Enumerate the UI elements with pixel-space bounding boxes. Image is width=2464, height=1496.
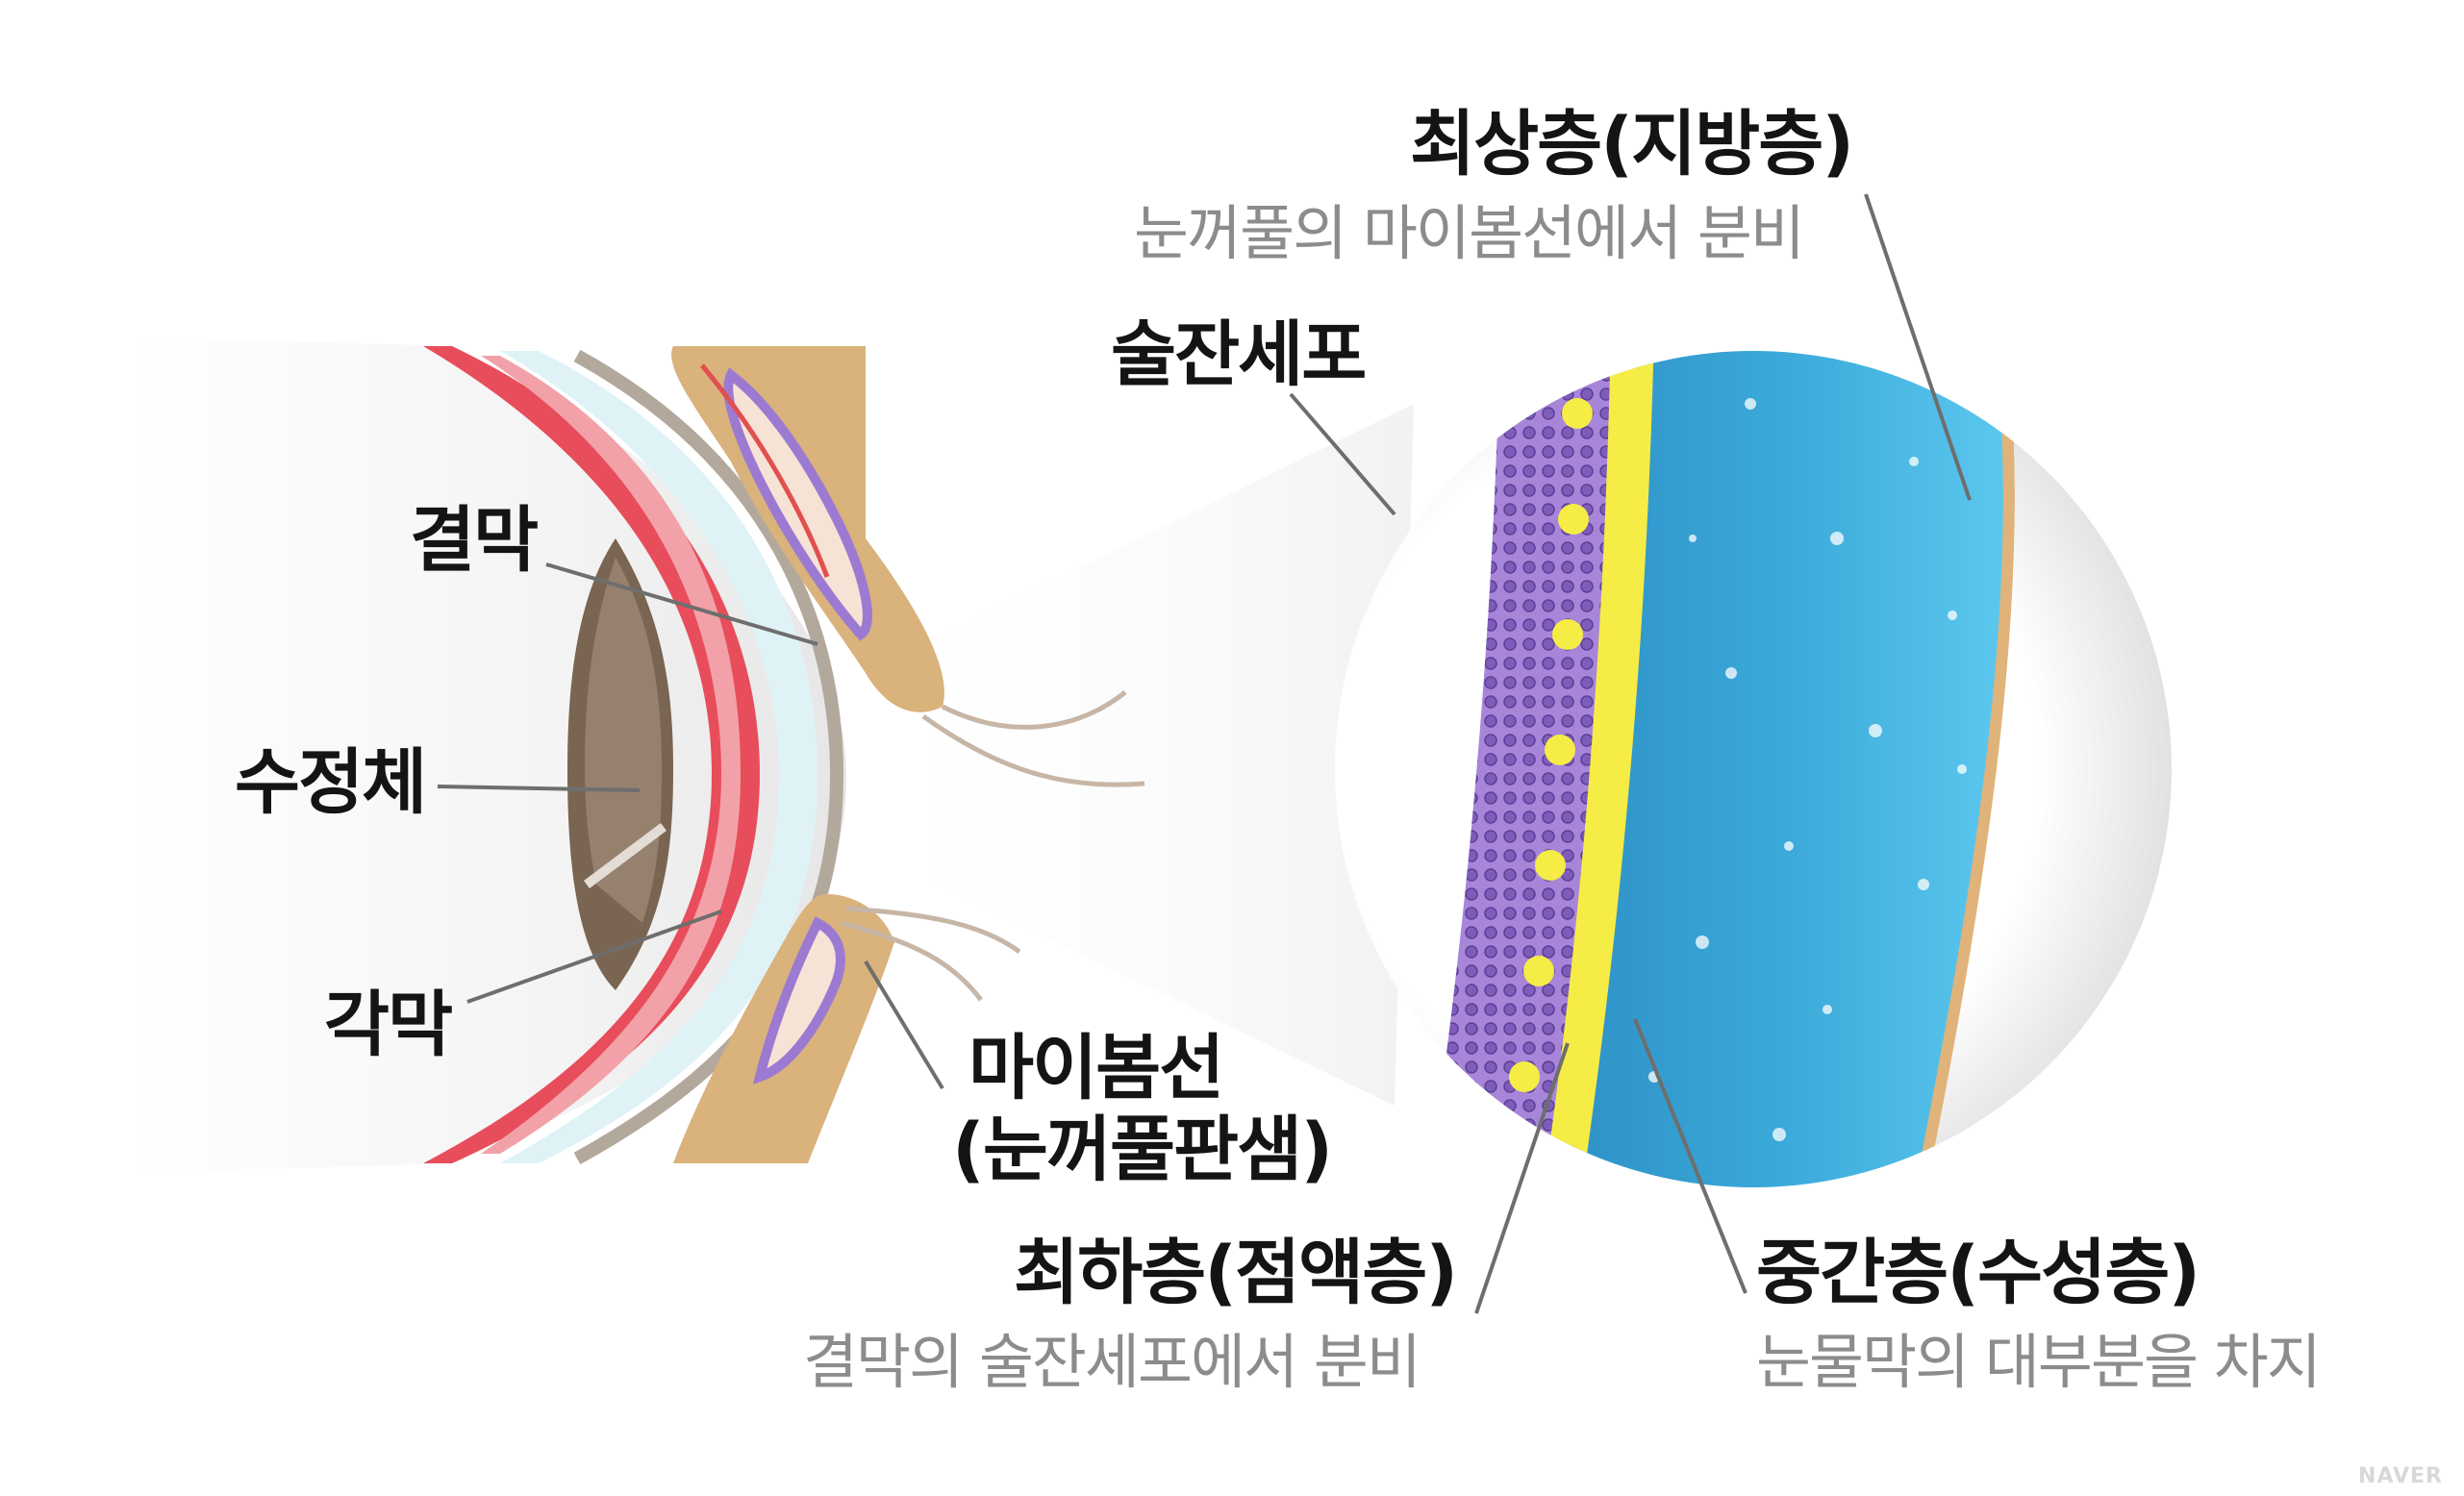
watermark: NAVER xyxy=(2358,1464,2443,1488)
leader-goblet xyxy=(1289,392,1396,516)
leader-top-layer xyxy=(1864,193,1972,501)
lipid-layer xyxy=(1908,351,2015,1187)
sclera-inner-band xyxy=(481,356,741,1154)
epithelium-layer xyxy=(1423,351,1611,1187)
aqueous-sparkles xyxy=(1648,398,1967,1141)
label-lens: 수정체 xyxy=(235,741,427,824)
leader-conjunctiva xyxy=(545,562,818,646)
label-bottom-layer-desc: 결막의 술잔세포에서 분비 xyxy=(803,1327,1421,1397)
label-cornea: 각막 xyxy=(324,984,453,1066)
leader-middle-layer xyxy=(1633,1018,1747,1294)
cornea-layer xyxy=(500,351,817,1163)
label-meibomian-line2: (눈꺼풀판샘) xyxy=(952,1109,1333,1191)
magnified-tear-film xyxy=(1335,351,2172,1187)
leader-lines xyxy=(437,193,1972,1314)
label-middle-layer-desc: 눈물막의 대부분을 차지 xyxy=(1756,1327,2322,1397)
label-meibomian-line1: 마이봄선 xyxy=(968,1027,1224,1110)
lower-meibomian-gland xyxy=(752,916,845,1085)
leader-cornea xyxy=(466,910,722,1004)
label-middle-layer-title: 중간층(수성층) xyxy=(1756,1232,2200,1314)
label-bottom-layer-title: 최하층(점액층) xyxy=(1014,1232,1458,1314)
cornea-edge xyxy=(573,349,844,1165)
goblet-cell-openings xyxy=(1509,398,1593,1092)
aqueous-layer xyxy=(1548,351,2009,1187)
label-top-layer-desc: 눈꺼풀의 마이봄선에서 분비 xyxy=(1134,198,1805,268)
zoom-beam xyxy=(856,404,1414,1106)
upper-meibomian-gland xyxy=(723,367,872,641)
label-goblet-cell: 술잔세포 xyxy=(1111,313,1367,396)
eye-cross-section xyxy=(125,337,1145,1173)
label-conjunctiva: 결막 xyxy=(410,499,539,582)
label-top-layer-title: 최상층(지방층) xyxy=(1410,103,1854,186)
leader-bottom-layer xyxy=(1474,1042,1570,1314)
leader-lens xyxy=(437,785,641,792)
leader-meibomian xyxy=(864,960,944,1090)
